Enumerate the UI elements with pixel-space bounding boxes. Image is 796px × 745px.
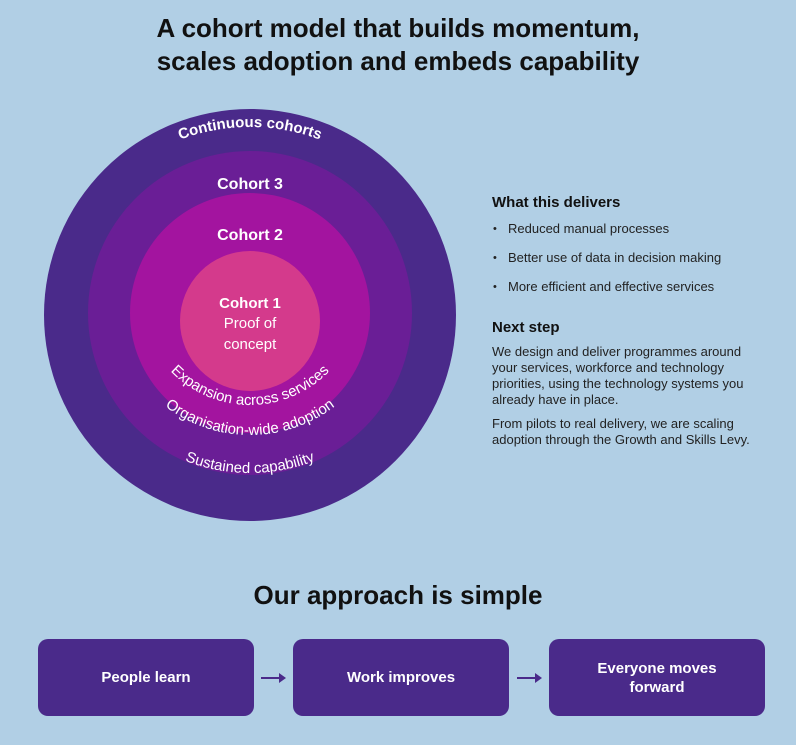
step-everyone-moves-forward: Everyone moves forward [549, 639, 765, 716]
next-step-heading: Next step [492, 319, 560, 336]
step-label: Everyone moves forward [597, 659, 717, 696]
arrow-right-icon [261, 673, 286, 683]
delivers-section: What this delivers Reduced manual proces… [492, 194, 782, 307]
step-label: Work improves [346, 669, 456, 686]
next-step-paragraph-2: From pilots to real delivery, we are sca… [492, 416, 750, 447]
step-label: People learn [101, 669, 191, 686]
arrow-right-icon [517, 673, 542, 683]
title-line-1: A cohort model that builds momentum, [156, 13, 640, 43]
delivers-list: Reduced manual processes Better use of d… [492, 221, 782, 295]
step-work-improves: Work improves [293, 639, 509, 716]
label-cohort-3: Cohort 3 [217, 176, 283, 193]
list-item: Reduced manual processes [492, 221, 782, 237]
list-item: More efficient and effective services [492, 279, 782, 295]
next-step-section: Next step We design and deliver programm… [492, 319, 782, 456]
label-cohort-2: Cohort 2 [217, 227, 283, 244]
label-cohort-1-title: Cohort 1 [219, 295, 281, 312]
label-cohort-1-line1: Proof of [224, 315, 277, 332]
list-item: Better use of data in decision making [492, 250, 782, 266]
delivers-heading: What this delivers [492, 194, 621, 211]
label-cohort-1-line2: concept [224, 336, 277, 353]
title-line-2: scales adoption and embeds capability [156, 46, 640, 76]
next-step-paragraph-1: We design and deliver programmes around … [492, 344, 744, 407]
step-people-learn: People learn [38, 639, 254, 716]
page-title: A cohort model that builds momentum, sca… [0, 12, 796, 78]
ring-cohort-1 [180, 251, 320, 391]
approach-title: Our approach is simple [253, 580, 543, 610]
